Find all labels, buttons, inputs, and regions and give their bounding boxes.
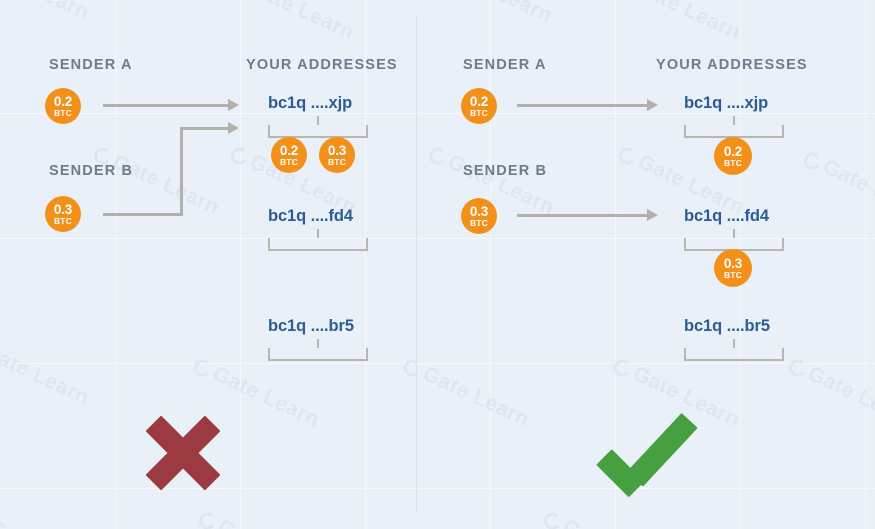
coin-amount: 0.2: [723, 143, 743, 159]
address-label: bc1q ....br5: [684, 317, 770, 335]
panel-bad-practice: SENDER A SENDER B YOUR ADDRESSES 0.2 BTC…: [0, 0, 416, 529]
panel-good-practice: SENDER A SENDER B YOUR ADDRESSES 0.2 BTC…: [416, 0, 875, 529]
coin-amount: 0.3: [53, 201, 73, 217]
your-addresses-heading: YOUR ADDRESSES: [246, 57, 398, 73]
coin-unit: BTC: [723, 270, 743, 280]
sender-a-heading: SENDER A: [49, 57, 133, 73]
coin-unit: BTC: [469, 108, 489, 118]
sender-a-heading: SENDER A: [463, 57, 547, 73]
coin-address-1-b: 0.3 BTC: [319, 137, 355, 173]
address-label: bc1q ....fd4: [684, 207, 769, 225]
address-bracket: [268, 339, 368, 361]
sender-b-heading: SENDER B: [463, 163, 548, 179]
check-mark-icon: [596, 410, 702, 498]
coin-address-1-a: 0.2 BTC: [271, 137, 307, 173]
address-label: bc1q ....xjp: [684, 94, 769, 112]
coin-address-1-a: 0.2 BTC: [714, 137, 752, 175]
coin-amount: 0.2: [279, 142, 299, 158]
coin-amount: 0.3: [469, 203, 489, 219]
your-addresses-heading: YOUR ADDRESSES: [656, 57, 808, 73]
address-label: bc1q ....xjp: [268, 94, 353, 112]
coin-unit: BTC: [327, 157, 347, 167]
address-bracket: [268, 229, 368, 251]
coin-amount: 0.3: [327, 142, 347, 158]
cross-mark-icon: [141, 411, 225, 495]
coin-sender-a: 0.2 BTC: [45, 88, 81, 124]
coin-unit: BTC: [53, 108, 73, 118]
coin-unit: BTC: [53, 216, 73, 226]
coin-amount: 0.2: [53, 93, 73, 109]
address-label: bc1q ....br5: [268, 317, 354, 335]
coin-unit: BTC: [469, 218, 489, 228]
address-label: bc1q ....fd4: [268, 207, 353, 225]
coin-sender-a: 0.2 BTC: [461, 88, 497, 124]
coin-address-2-a: 0.3 BTC: [714, 249, 752, 287]
coin-unit: BTC: [723, 158, 743, 168]
coin-unit: BTC: [279, 157, 299, 167]
coin-sender-b: 0.3 BTC: [45, 196, 81, 232]
sender-b-heading: SENDER B: [49, 163, 134, 179]
panel-divider: [416, 14, 417, 514]
address-bracket: [268, 116, 368, 138]
address-bracket: [684, 339, 784, 361]
coin-amount: 0.2: [469, 93, 489, 109]
coin-amount: 0.3: [723, 255, 743, 271]
coin-sender-b: 0.3 BTC: [461, 198, 497, 234]
